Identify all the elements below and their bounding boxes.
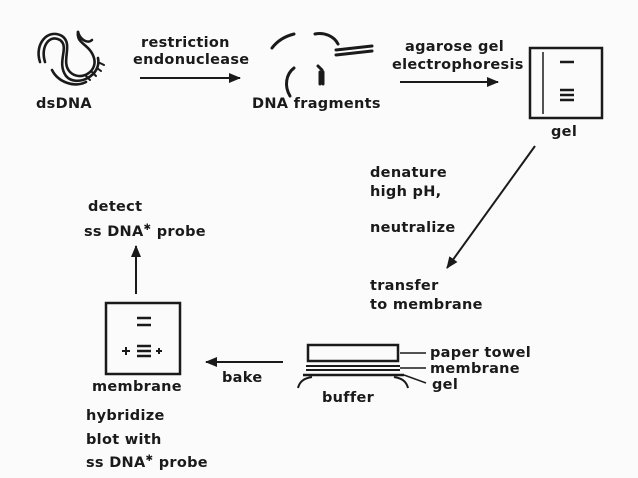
to-membrane-label: to membrane: [370, 297, 483, 313]
dsdna-label: dsDNA: [36, 96, 92, 112]
dna-fragments-label: DNA fragments: [252, 96, 381, 112]
hybridize-label: hybridize: [86, 408, 165, 424]
detect-probe-word-text: probe: [156, 224, 206, 240]
membrane-layer-label: membrane: [430, 361, 520, 377]
probe-word-text: probe: [158, 455, 208, 471]
probe-ssdna-text: ss DNA: [86, 455, 146, 471]
dna-fragments-icon: [270, 32, 374, 98]
restriction-label: restriction: [141, 35, 230, 51]
detect-label-star-icon: ✱: [143, 223, 152, 233]
paper-towel-label: paper towel: [430, 345, 531, 361]
denature-label: denature: [370, 165, 447, 181]
buffer-label: buffer: [322, 390, 375, 406]
membrane-label: membrane: [92, 379, 182, 395]
dsdna-coil-icon: [37, 30, 100, 86]
transfer-label: transfer: [370, 278, 439, 294]
bake-label: bake: [222, 370, 263, 386]
neutralize-label: neutralize: [370, 220, 456, 236]
probe-label-star-icon: ✱: [145, 454, 154, 464]
detect-ssdna-text: ss DNA: [84, 224, 144, 240]
dsdna-frayed-end-icon: [85, 62, 105, 81]
membrane-icon: [104, 301, 182, 376]
agarose-gel-label: agarose gel: [405, 39, 505, 55]
blot-stack-icon: [297, 343, 427, 389]
probe-line-label: ss DNA✱ probe: [86, 451, 208, 472]
electrophoresis-label: electrophoresis: [392, 57, 524, 73]
gel-label: gel: [551, 124, 578, 140]
endonuclease-label: endonuclease: [133, 52, 250, 68]
arrow-denature: [446, 145, 536, 269]
gel-icon: [528, 46, 604, 120]
detect-probe-label: ss DNA✱ probe: [84, 220, 206, 241]
blot-with-label: blot with: [86, 432, 162, 448]
detect-label: detect: [88, 199, 143, 215]
gel-layer-label: gel: [432, 377, 459, 393]
high-ph-label: high pH,: [370, 184, 442, 200]
